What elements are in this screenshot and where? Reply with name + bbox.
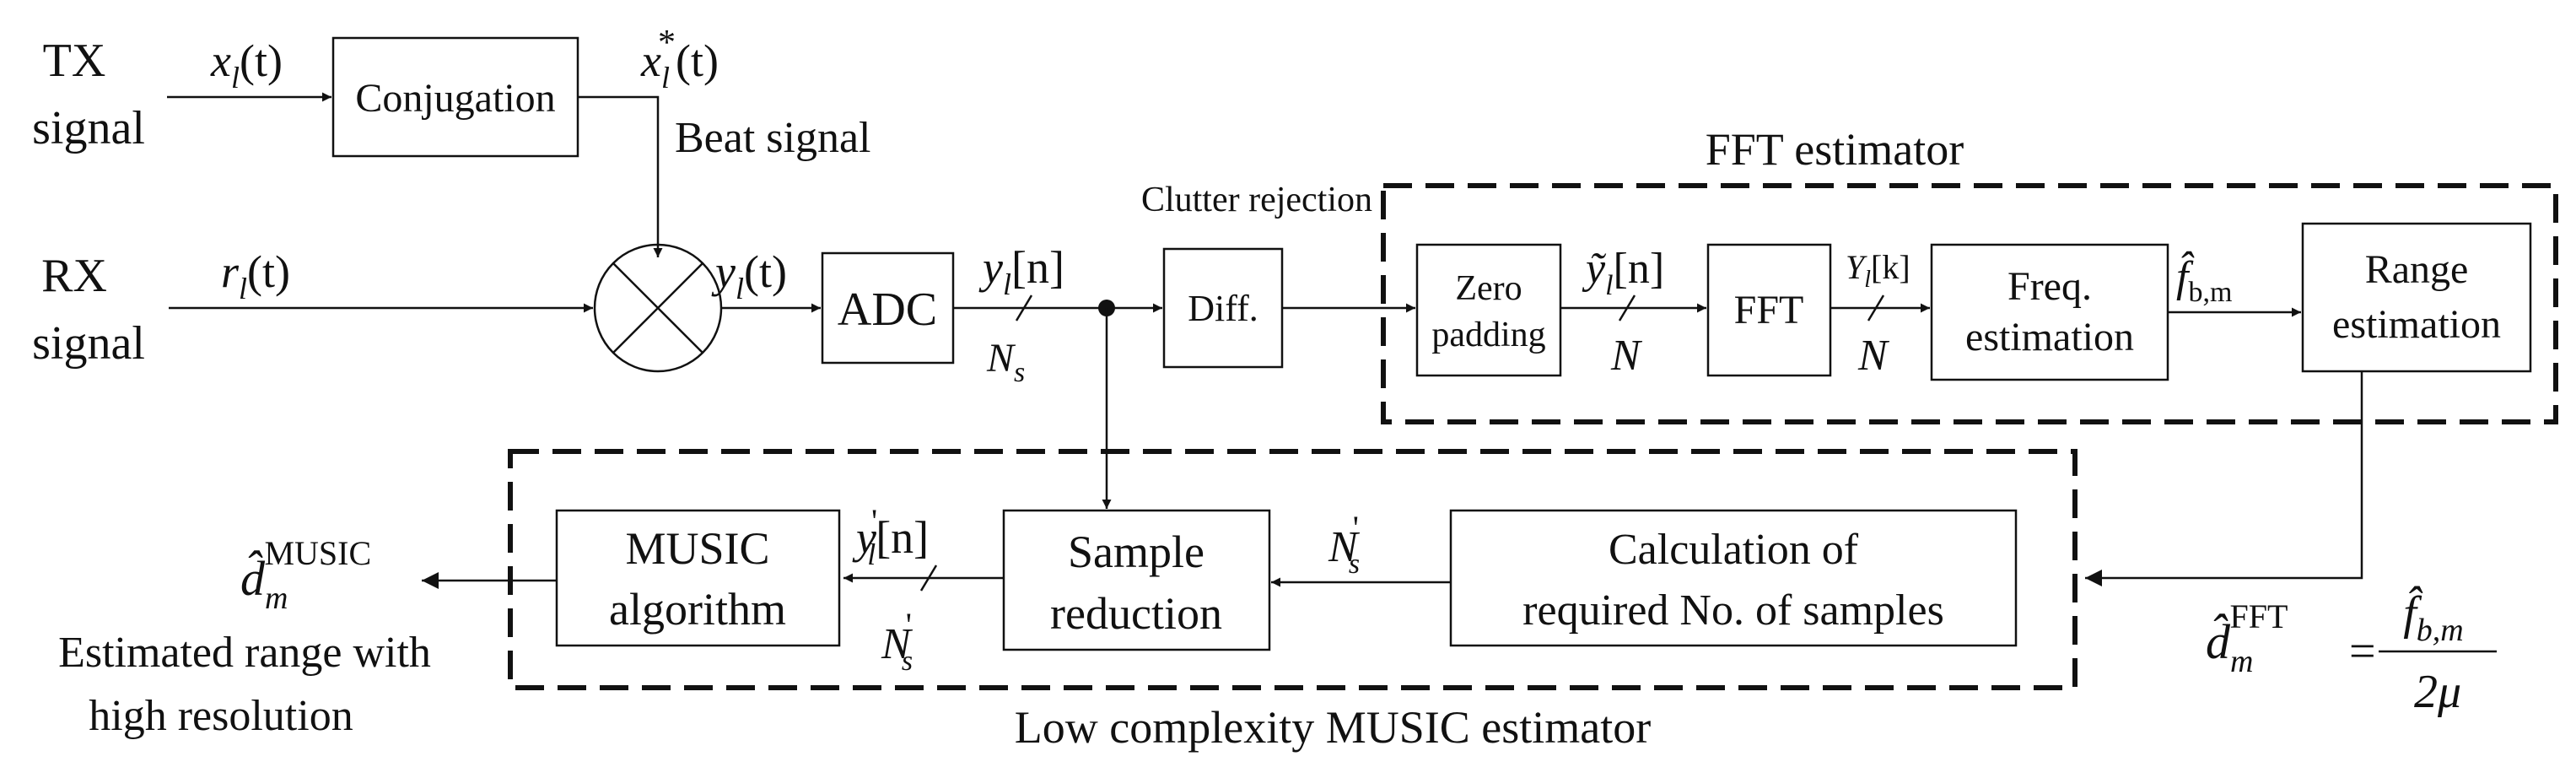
- diff-label: Diff.: [1188, 288, 1258, 329]
- calculation-block: [1449, 509, 2018, 647]
- calculation-label-line1: Calculation of: [1609, 526, 1859, 574]
- fraction-denominator: 2μ: [2414, 666, 2461, 718]
- fft-label: FFT: [1734, 288, 1804, 332]
- y-tilde-label: ỹl[n]: [1582, 245, 1664, 301]
- music-algorithm-block: [555, 509, 841, 647]
- d-fft-label: d̂mFFT: [2206, 597, 2288, 679]
- diff-block: [1162, 247, 1284, 369]
- estimated-range-label-line2: high resolution: [89, 692, 353, 740]
- x-l-label: xl(t): [210, 35, 283, 95]
- range-estimation-label-line2: estimation: [2332, 302, 2501, 347]
- x-conj-label: xl*(t): [640, 24, 719, 95]
- zero-padding-label-line1: Zero: [1455, 269, 1522, 308]
- y-prime-label: y'l[n]: [852, 502, 929, 571]
- y-l-t-label: yl(t): [711, 246, 787, 305]
- rx-label-line1: RX: [41, 250, 107, 302]
- y-l-n-label: yl[n]: [978, 242, 1064, 301]
- mixer-icon: [593, 243, 723, 373]
- ns-label: Ns: [986, 336, 1025, 388]
- range-estimation-block: [2301, 222, 2532, 373]
- clutter-rejection-label: Clutter rejection: [1141, 181, 1372, 219]
- d-music-label: d̂mMUSIC: [240, 534, 371, 616]
- freq-estimation-label-line2: estimation: [1965, 315, 2134, 359]
- low-complexity-title: Low complexity MUSIC estimator: [1015, 702, 1651, 753]
- music-algorithm-label-line2: algorithm: [609, 584, 786, 635]
- r-l-label: rl(t): [221, 246, 290, 305]
- adc-block: [821, 251, 955, 365]
- equals-sign: =: [2349, 625, 2376, 678]
- conjugation-to-mixer-arrow: [578, 95, 663, 257]
- n-label-1: N: [1610, 332, 1643, 380]
- sample-reduction-bus-slash: [919, 565, 938, 592]
- tx-label-line1: TX: [43, 35, 106, 87]
- beat-signal-label: Beat signal: [675, 114, 871, 162]
- zero-padding-block: [1415, 243, 1562, 377]
- fraction-numerator: f̂b,m: [2403, 585, 2464, 648]
- ns-prime-bottom-label: N's: [881, 606, 913, 677]
- estimated-range-label-line1: Estimated range with: [58, 629, 431, 677]
- adc-bus-slash: [1015, 294, 1033, 321]
- fft-estimator-title: FFT estimator: [1706, 124, 1964, 175]
- sample-reduction-label-line2: reduction: [1050, 588, 1222, 639]
- music-algorithm-label-line1: MUSIC: [625, 523, 769, 574]
- f-hat-label: f̂b,m: [2176, 251, 2232, 308]
- Y-l-k-label: Yl[k]: [1846, 248, 1910, 293]
- calculation-label-line2: required No. of samples: [1522, 586, 1944, 635]
- sample-reduction-block: [1002, 509, 1271, 651]
- ns-prime-top-label: N's: [1328, 509, 1361, 580]
- range-est-to-calculation-arrow: [2085, 371, 2363, 586]
- n-label-2: N: [1857, 332, 1890, 380]
- rx-label-line2: signal: [32, 317, 145, 370]
- fft-estimator-group: [1381, 183, 2558, 424]
- freq-estimation-label-line1: Freq.: [2007, 264, 2092, 309]
- music-estimator-group: [508, 449, 2078, 690]
- tx-label-line2: signal: [32, 102, 145, 154]
- sample-reduction-label-line1: Sample: [1068, 527, 1204, 577]
- adc-label: ADC: [838, 284, 937, 336]
- range-estimation-label-line1: Range: [2365, 247, 2469, 292]
- fft-block: [1706, 243, 1832, 377]
- conjugation-label: Conjugation: [355, 76, 555, 121]
- conjugation-block: [331, 36, 579, 158]
- fft-bus-slash: [1867, 294, 1885, 321]
- zero-padding-label-line2: padding: [1431, 316, 1545, 354]
- zero-padding-bus-slash: [1618, 294, 1636, 321]
